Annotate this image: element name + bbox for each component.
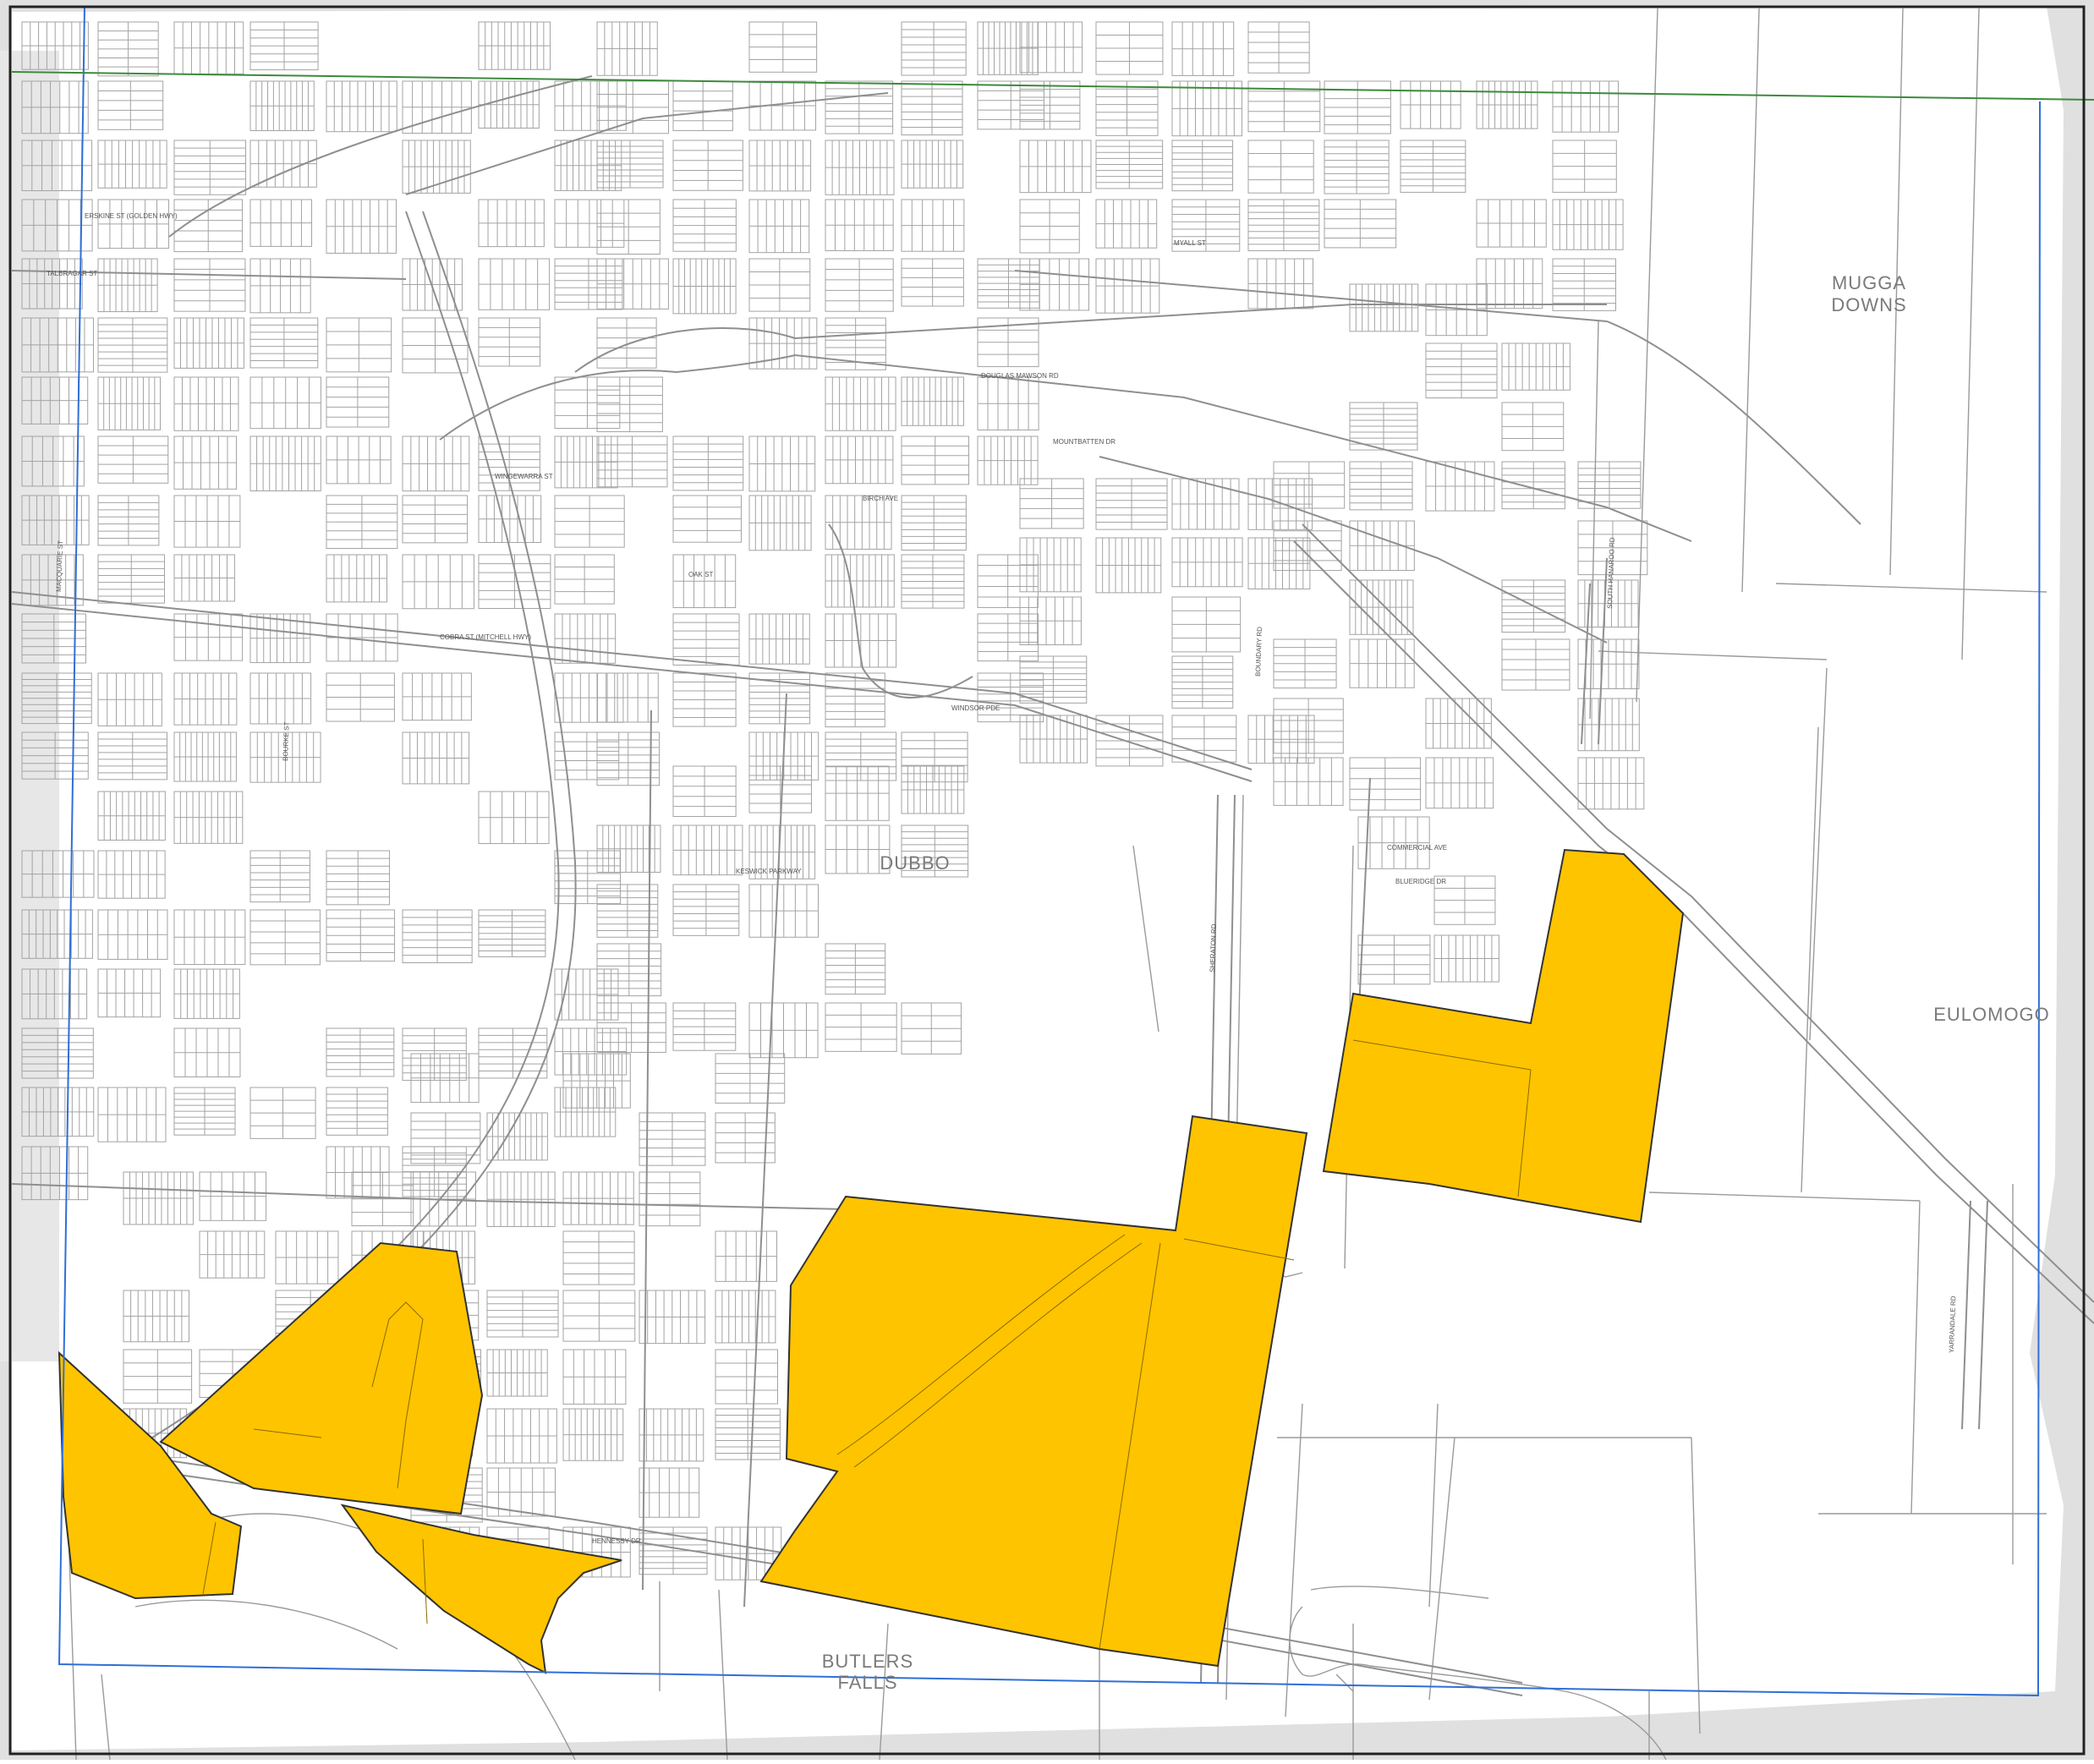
label-south-hanaroo: SOUTH HANAROO RD (1606, 537, 1616, 609)
label-windsor: WINDSOR PDE (951, 704, 1000, 712)
label-myall: MYALL ST (1174, 239, 1206, 247)
label-commercial: COMMERCIAL AVE (1387, 844, 1447, 852)
label-talbragar: TALBRAGAR ST (47, 270, 97, 277)
label-blueridge: BLUERIDGE DR (1395, 878, 1446, 885)
label-mugga-downs-2: DOWNS (1831, 294, 1906, 315)
highlighted-zones (58, 848, 1685, 1674)
label-mountbatten: MOUNTBATTEN DR (1053, 438, 1116, 446)
lep-boundary-green (11, 71, 2094, 101)
label-birch: BIRCH AVE (863, 495, 898, 502)
zone-west-central (159, 1241, 484, 1515)
label-mugga-downs-1: MUGGA (1832, 272, 1906, 293)
label-sheraton: SHERATON RD (1209, 923, 1218, 972)
label-keswick: KESWICK PARKWAY (736, 868, 802, 875)
label-eulomogo: EULOMOGO (1933, 1004, 2050, 1025)
label-yarrandale: YARRANDALE RD (1948, 1296, 1957, 1353)
lep-boundary-blue (58, 6, 2041, 1697)
label-macquarie: MACQUARIE ST (55, 540, 64, 592)
label-dubbo: DUBBO (880, 852, 950, 874)
zone-inner-lines (202, 1039, 1532, 1650)
label-oak: OAK ST (688, 571, 713, 578)
label-erskine: ERSKINE ST (GOLDEN HWY) (85, 212, 178, 220)
label-butlers-falls-2: FALLS (837, 1672, 897, 1693)
zone-west-wedge (58, 1350, 243, 1600)
label-hennessy: HENNESSY DR (592, 1537, 641, 1545)
zone-hennessy-south (340, 1504, 622, 1674)
map-land-area (12, 7, 2064, 1750)
label-boundary: BOUNDARY RD (1254, 627, 1264, 677)
map-frame-border (8, 5, 2086, 1756)
label-wingewarra: WINGEWARRA ST (495, 473, 553, 480)
label-douglas-mawson: DOUGLAS MAWSON RD (981, 372, 1059, 380)
label-butlers-falls-1: BUTLERS (822, 1651, 913, 1672)
label-cobra-st: COBRA ST (MITCHELL HWY) (440, 633, 531, 641)
zone-east-block (1322, 848, 1685, 1224)
cadastre-lots (21, 21, 1648, 1580)
label-bourke: BOURKE ST (282, 721, 291, 761)
zone-central-large (759, 1115, 1308, 1668)
